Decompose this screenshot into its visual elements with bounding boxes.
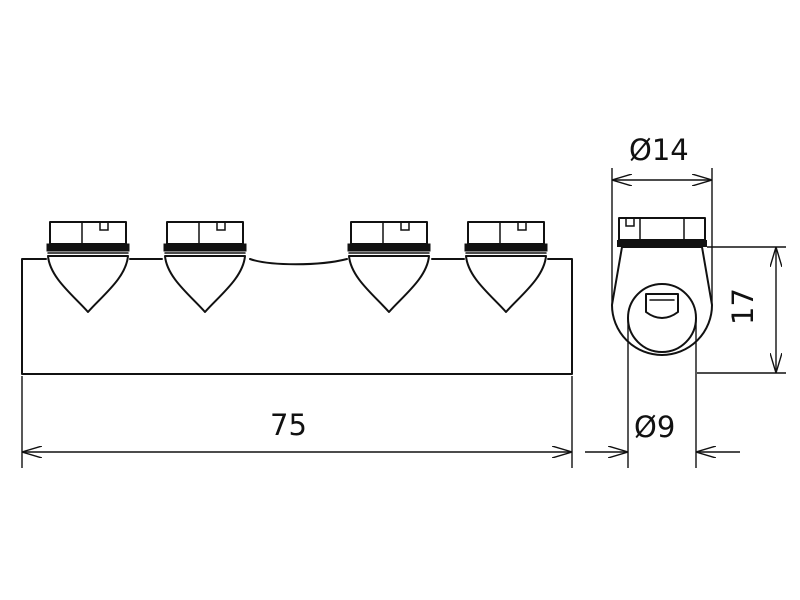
inner-diameter-dimension (585, 318, 740, 468)
outer-diameter-dimension (611, 168, 713, 305)
clamp-screw-2 (163, 221, 247, 313)
clamp-screw-4 (464, 221, 548, 313)
length-label: 75 (270, 408, 307, 442)
inner-diameter-label: Ø9 (634, 410, 676, 444)
height-label: 17 (725, 288, 760, 325)
end-view (611, 217, 713, 356)
clamp-screw-3 (347, 221, 431, 313)
end-screw-head (618, 217, 706, 241)
clamp-screw-1 (46, 221, 130, 313)
side-view (21, 221, 573, 375)
length-dimension (21, 376, 573, 468)
outer-diameter-label: Ø14 (629, 133, 689, 167)
screw-tip-square (645, 293, 679, 319)
end-washer (617, 240, 707, 247)
connector-body (21, 258, 573, 375)
end-body (611, 246, 713, 356)
height-dimension (697, 246, 786, 374)
